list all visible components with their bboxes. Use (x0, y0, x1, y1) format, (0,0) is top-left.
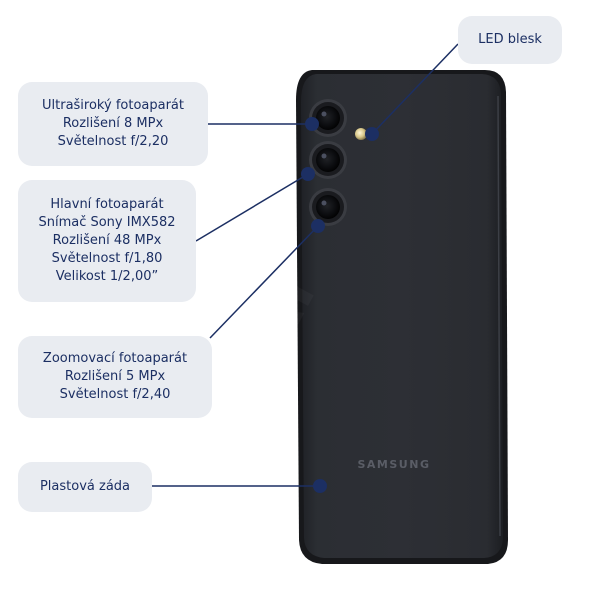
callout-led-flash: LED blesk (458, 16, 562, 64)
callout-title: Ultraširoký fotoaparát (42, 98, 184, 113)
callout-line: Světelnost f/2,20 (57, 134, 169, 149)
dot-zoom (311, 219, 325, 233)
callout-line: Světelnost f/2,40 (59, 387, 171, 402)
dot-led (365, 127, 379, 141)
callout-title: Plastová záda (39, 479, 131, 494)
zoom-camera-lens (309, 188, 347, 226)
callout-title: Hlavní fotoaparát (50, 197, 164, 212)
leader-line-led (371, 43, 459, 135)
leader-dots (301, 117, 379, 493)
callout-title: LED blesk (478, 32, 542, 47)
callout-zoom-camera: Zoomovací fotoaparát Rozlišení 5 MPx Svě… (18, 336, 212, 418)
main-camera-lens (309, 141, 347, 179)
callout-line: Rozlišení 5 MPx (64, 369, 166, 384)
callout-title: Zoomovací fotoaparát (42, 351, 188, 366)
callout-main-camera: Hlavní fotoaparát Snímač Sony IMX582 Roz… (18, 180, 196, 302)
callout-plastic-back: Plastová záda (18, 462, 152, 512)
leader-line-zoom (209, 225, 319, 339)
leader-lines (152, 43, 459, 487)
leader-line-main (195, 173, 309, 242)
dot-ultrawide (305, 117, 319, 131)
callout-line: Rozlišení 48 MPx (52, 233, 162, 248)
callout-line: Velikost 1/2,00” (55, 269, 159, 284)
callout-ultrawide-camera: Ultraširoký fotoaparát Rozlišení 8 MPx S… (18, 82, 208, 166)
led-flash (355, 128, 367, 140)
callout-line: Světelnost f/1,80 (51, 251, 163, 266)
brand-logo: SAMSUNG (358, 458, 431, 471)
ultrawide-camera-lens (309, 99, 347, 137)
dot-main (301, 167, 315, 181)
callout-line: Rozlišení 8 MPx (62, 116, 164, 131)
phone-back (296, 70, 508, 564)
callout-line: Snímač Sony IMX582 (38, 215, 176, 230)
dot-back (313, 479, 327, 493)
